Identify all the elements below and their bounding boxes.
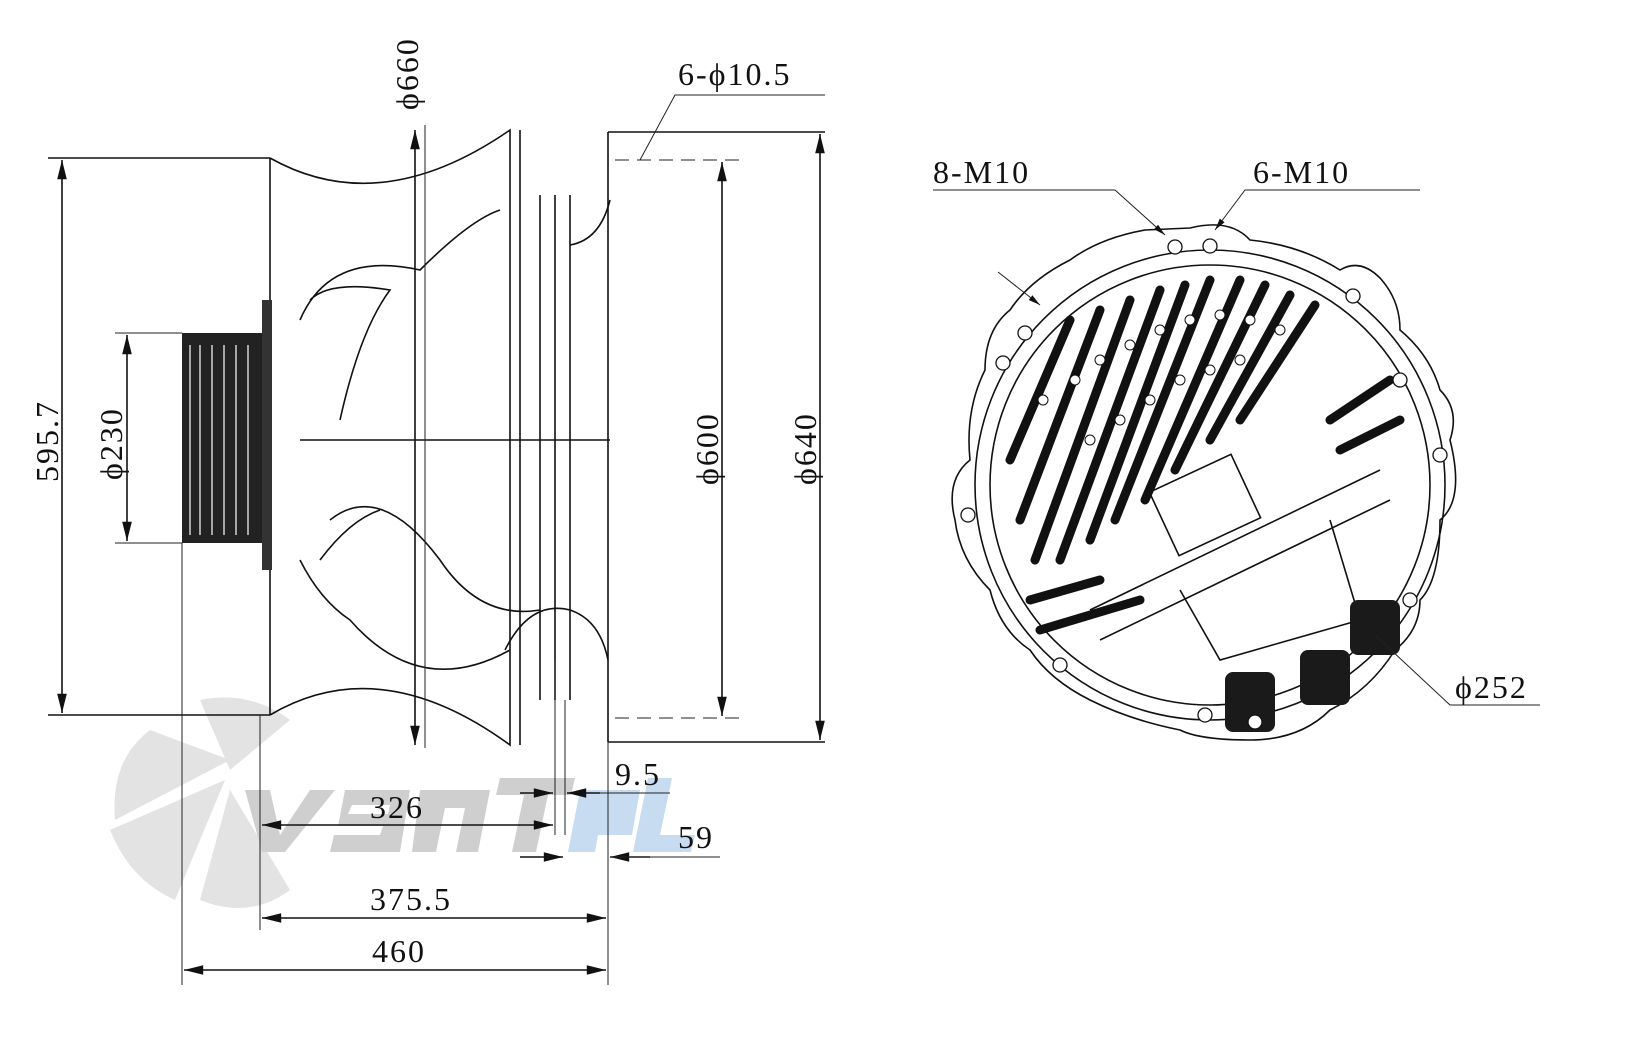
dim-8-m10: 8-M10 — [933, 154, 1030, 190]
dim-diameter-230: ϕ230 — [93, 407, 129, 480]
front-view: 8-M10 6-M10 ϕ252 — [933, 154, 1540, 741]
dim-diameter-660: ϕ660 — [389, 37, 425, 110]
dim-6-m10: 6-M10 — [1253, 154, 1350, 190]
mounting-holes — [960, 238, 1448, 730]
dim-diameter-640: ϕ640 — [787, 412, 823, 485]
side-view: ϕ660 6-ϕ10.5 595.7 ϕ230 ϕ600 ϕ640 9.5 32… — [29, 37, 825, 985]
dim-460: 460 — [372, 933, 426, 969]
dim-mounting-holes: 6-ϕ10.5 — [678, 56, 792, 92]
dim-375-5: 375.5 — [370, 881, 452, 917]
dim-326: 326 — [370, 789, 424, 825]
dim-diameter-600: ϕ600 — [689, 412, 725, 485]
dim-height-595-7: 595.7 — [29, 400, 65, 482]
flange-outline — [951, 224, 1457, 741]
motor-heatsink — [182, 333, 262, 543]
dim-diameter-252: ϕ252 — [1455, 669, 1528, 705]
cable-glands — [1225, 600, 1400, 732]
dim-59: 59 — [678, 819, 714, 855]
cooling-fins — [1005, 275, 1405, 635]
dim-9-5: 9.5 — [615, 756, 661, 792]
watermark-blue-lettering — [568, 778, 695, 852]
